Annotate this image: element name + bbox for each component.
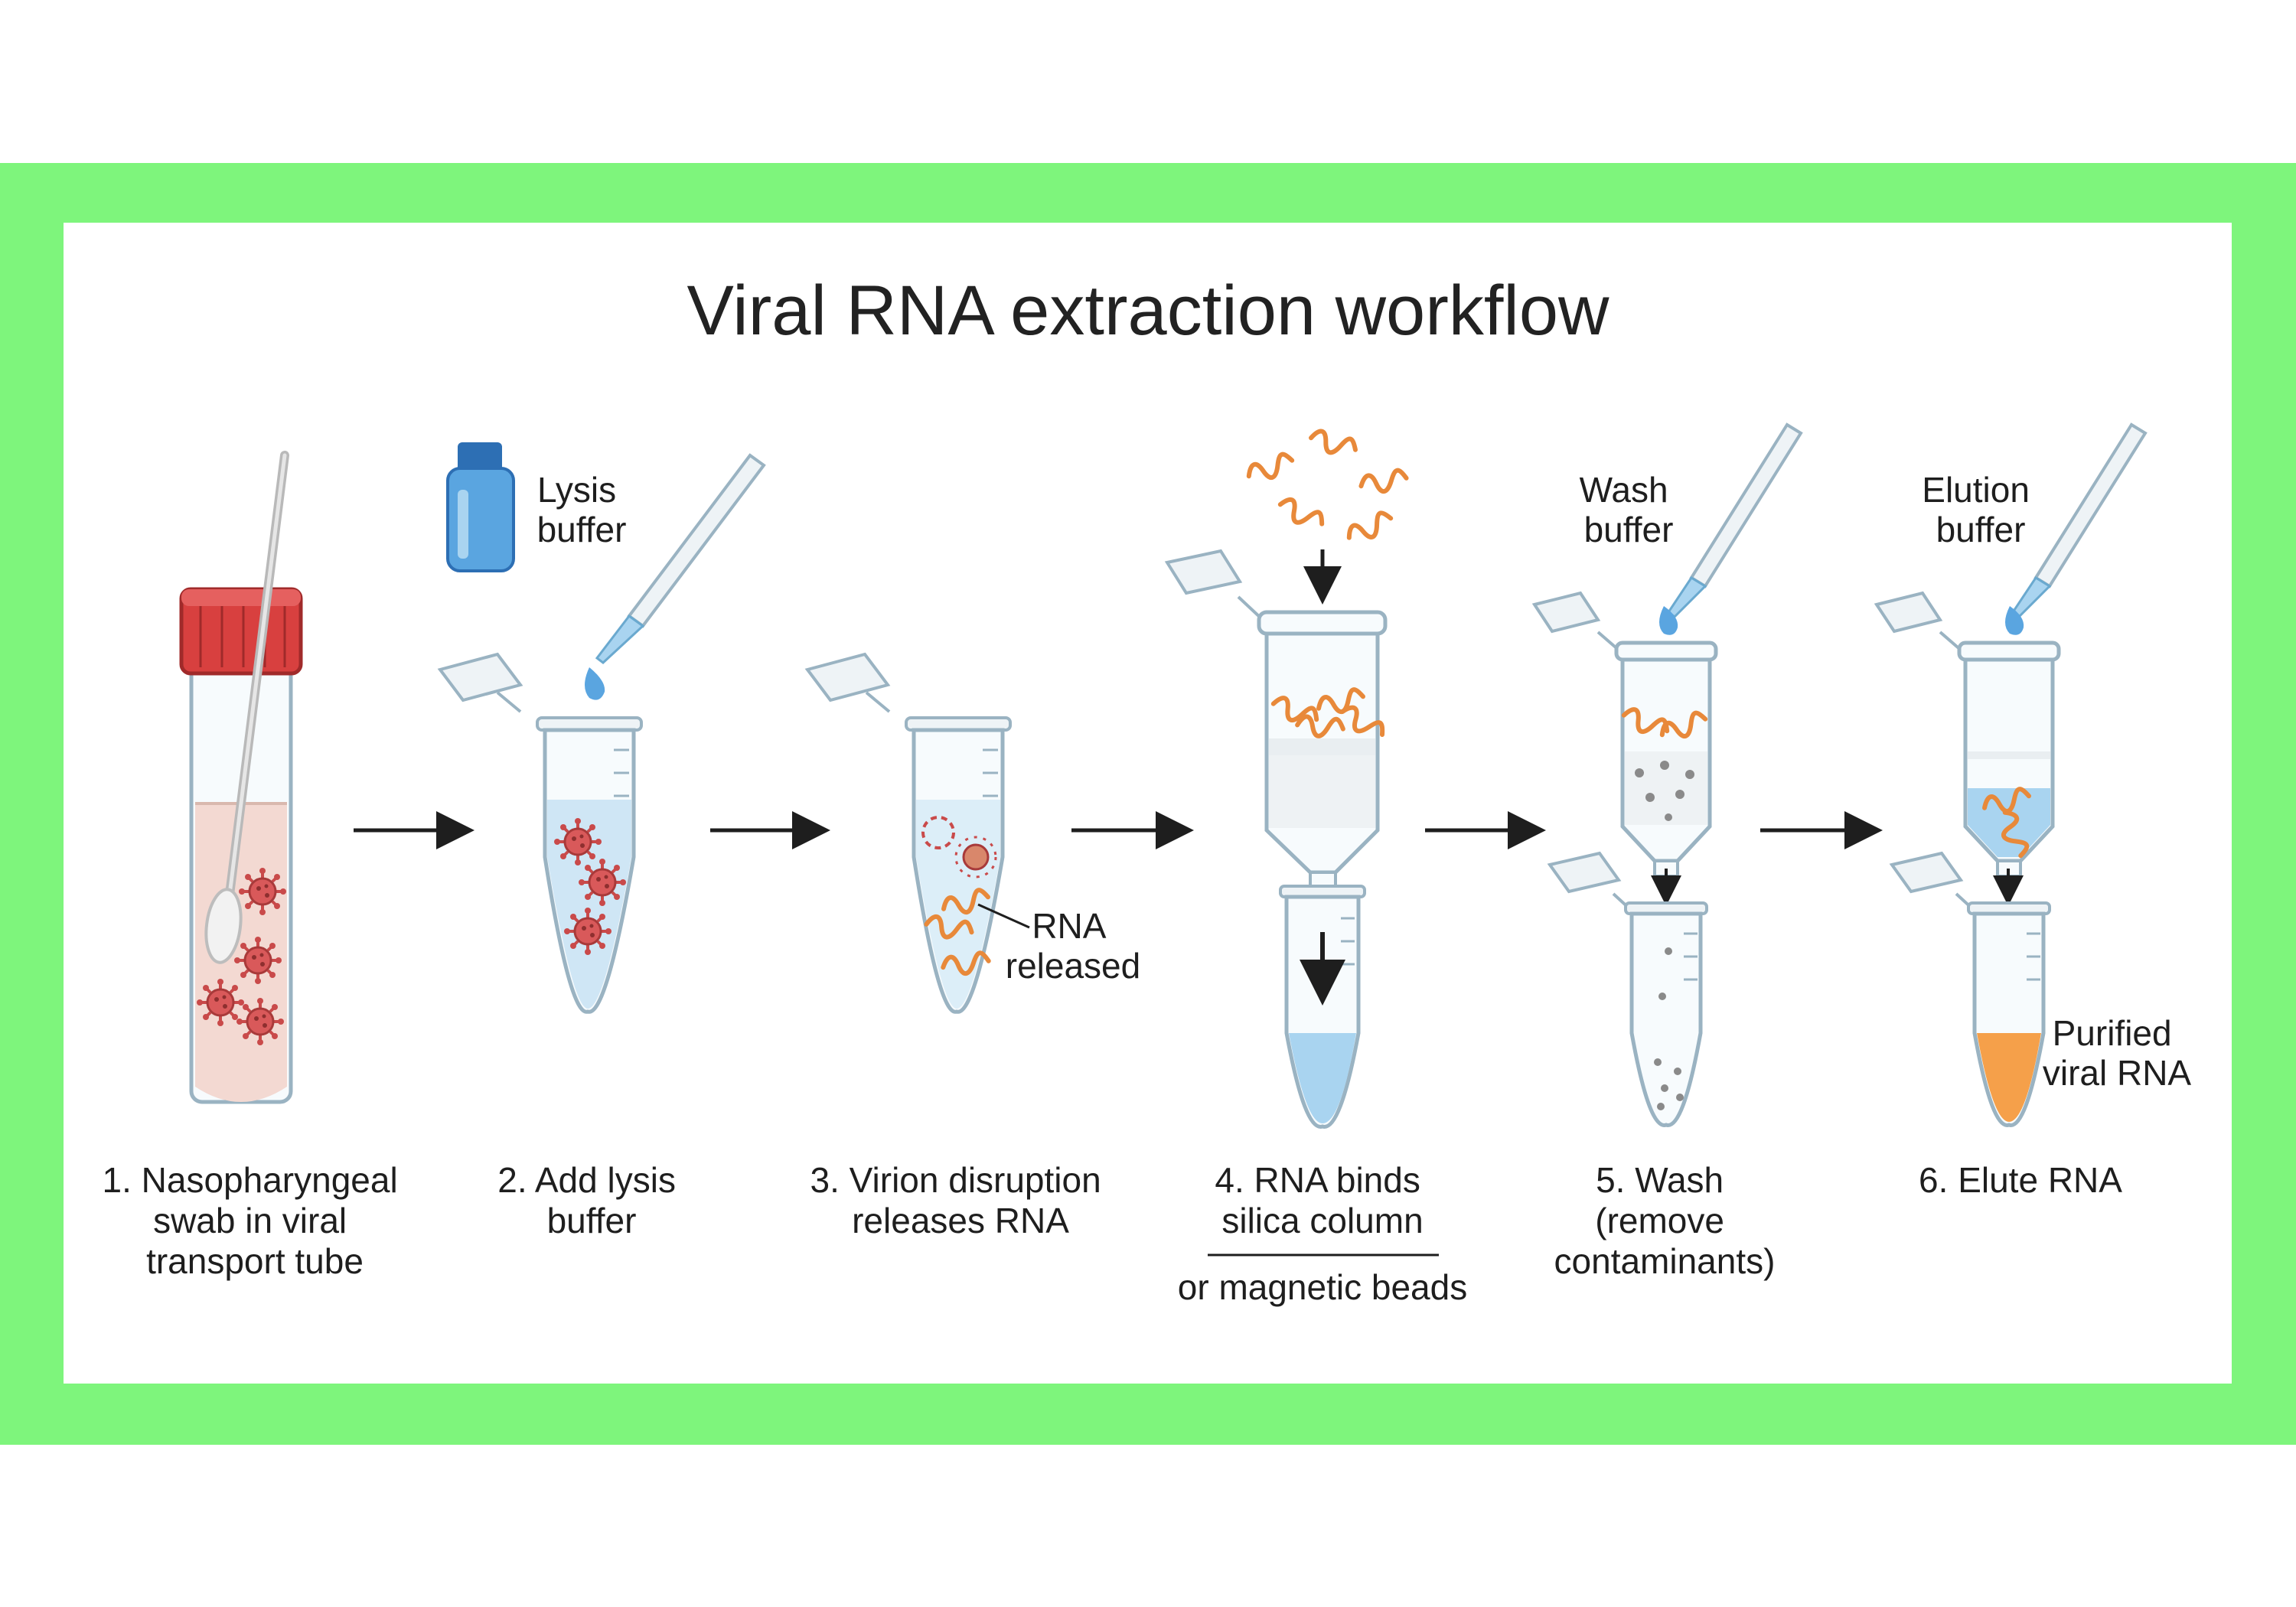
- spin-column-icon: [1164, 549, 1388, 893]
- rna-strand-icon: [1246, 429, 1408, 546]
- step-caption: 2. Add lysis buffer: [497, 1160, 685, 1240]
- spin-column-icon: [1874, 591, 2061, 878]
- microtube-icon: [1889, 851, 2051, 1127]
- virion-icon: [921, 816, 997, 878]
- reagent-label: Lysis buffer: [537, 470, 627, 549]
- swab-icon: [204, 451, 289, 964]
- step-caption: 4. RNA binds silica column: [1215, 1160, 1430, 1240]
- spin-column-icon: [1531, 591, 1718, 878]
- callout-leader: [977, 903, 1030, 929]
- microtube-icon: [1279, 885, 1366, 1129]
- droplet-icon: [1659, 606, 1678, 635]
- reagent-bottle-icon: [446, 442, 515, 572]
- step-alt-caption: or magnetic beads: [1178, 1267, 1467, 1307]
- diagram-title: Viral RNA extraction workflow: [687, 272, 1609, 350]
- microtube-icon: [804, 652, 1012, 1014]
- microtube-icon: [1547, 851, 1708, 1127]
- pipette-icon: [595, 453, 766, 664]
- reagent-label: Elution buffer: [1922, 470, 2039, 549]
- pipette-icon: [2011, 422, 2148, 618]
- droplet-icon: [2005, 606, 2024, 635]
- diagram-panel: [64, 223, 2232, 1384]
- step-caption: 6. Elute RNA: [1919, 1160, 2122, 1200]
- step-caption: 5. Wash (remove contaminants): [1554, 1160, 1776, 1281]
- step-caption: 3. Virion disruption releases RNA: [810, 1160, 1111, 1240]
- droplet-icon: [585, 667, 605, 700]
- reagent-label: Wash buffer: [1580, 470, 1678, 549]
- microtube-icon: [437, 652, 643, 1014]
- pipette-icon: [1666, 422, 1803, 618]
- step-caption: 1. Nasopharyngeal swab in viral transpor…: [103, 1160, 408, 1281]
- callout-label: Purified viral RNA: [2043, 1013, 2192, 1093]
- transport-tube-icon: [179, 587, 303, 1104]
- callout-label: RNA released: [1006, 906, 1140, 986]
